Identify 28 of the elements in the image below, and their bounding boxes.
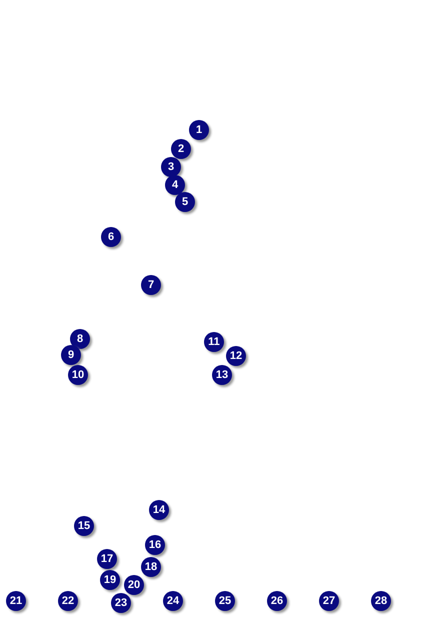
number-marker: 8 [70,329,90,349]
number-marker: 16 [145,535,165,555]
number-marker: 22 [58,591,78,611]
number-marker: 28 [371,591,391,611]
number-marker: 7 [141,275,161,295]
number-marker: 5 [175,192,195,212]
number-marker: 17 [97,549,117,569]
number-marker: 1 [189,120,209,140]
number-marker: 11 [204,332,224,352]
number-marker: 12 [226,346,246,366]
number-marker: 24 [163,591,183,611]
number-marker: 4 [165,175,185,195]
number-marker: 9 [61,345,81,365]
number-marker: 2 [171,139,191,159]
number-marker: 18 [141,557,161,577]
number-marker: 23 [111,593,131,613]
number-marker: 10 [68,365,88,385]
number-marker: 21 [6,591,26,611]
number-marker: 14 [149,500,169,520]
number-marker: 25 [215,591,235,611]
number-marker: 15 [74,516,94,536]
number-marker: 20 [124,575,144,595]
number-marker: 3 [161,157,181,177]
number-marker: 13 [212,365,232,385]
number-marker: 19 [100,570,120,590]
number-marker: 6 [101,227,121,247]
number-marker: 27 [319,591,339,611]
number-marker: 26 [267,591,287,611]
